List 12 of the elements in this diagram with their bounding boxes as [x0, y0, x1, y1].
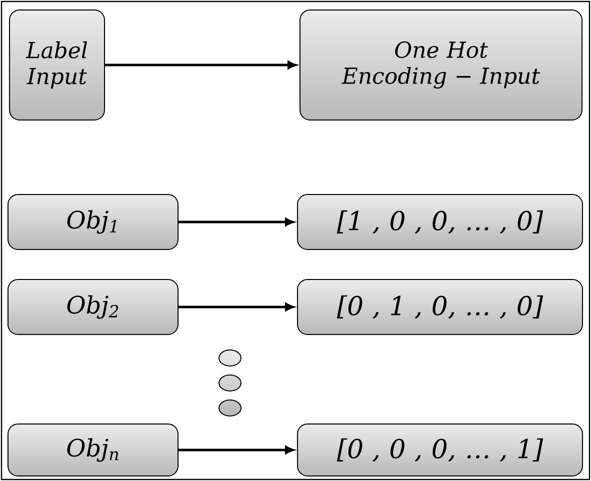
rounded-box: One Hot Encoding − Input [300, 10, 582, 120]
rounded-box: Obj$_{n}$ [8, 424, 178, 476]
rounded-box: Label Input [9, 10, 105, 120]
arrow [178, 446, 294, 454]
rounded-box: [0 , 1 , 0, … , 0] [297, 279, 583, 335]
rounded-box: [0 , 0 , 0, … , 1] [297, 424, 583, 476]
arrow [178, 218, 294, 226]
rounded-box: [1 , 0 , 0, … , 0] [297, 194, 583, 250]
rounded-box: Obj$_{2}$ [8, 279, 178, 335]
arrow [178, 303, 294, 311]
rounded-box: Obj$_{1}$ [8, 194, 178, 250]
arrow [105, 61, 296, 69]
